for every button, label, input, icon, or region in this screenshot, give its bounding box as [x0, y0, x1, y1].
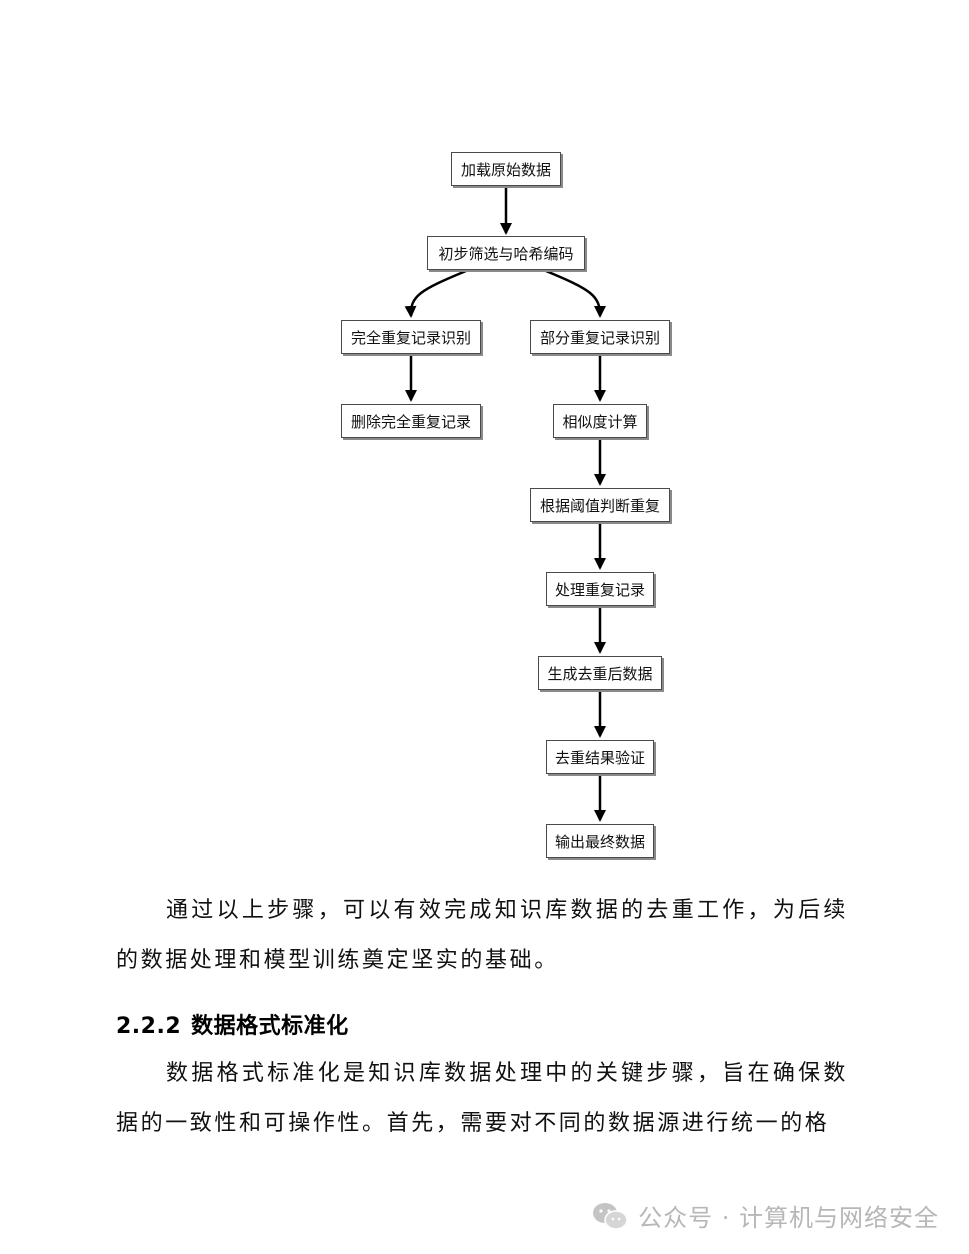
section-title: 数据格式标准化 [191, 1014, 349, 1039]
paragraph-format-standardization: 数据格式标准化是知识库数据处理中的关键步骤，旨在确保数据的一致性和可操作性。首先… [116, 1061, 848, 1136]
node-load-raw-data: 加载原始数据 [451, 152, 561, 186]
node-output-final: 输出最终数据 [546, 824, 654, 858]
section-number: 2.2.2 [116, 1014, 182, 1039]
node-similarity-calc: 相似度计算 [553, 404, 647, 438]
watermark: 公众号 · 计算机与网络安全 [592, 1198, 939, 1233]
flowchart: 加载原始数据 初步筛选与哈希编码 完全重复记录识别 部分重复记录识别 删除完全重… [341, 152, 670, 858]
arrow-prefilter-to-exact [404, 269, 467, 318]
flowchart-arrows [404, 186, 606, 822]
arrow-prefilter-to-partial [545, 269, 606, 318]
node-partial-dup-identify: 部分重复记录识别 [530, 320, 670, 354]
node-threshold-judge: 根据阈值判断重复 [530, 488, 670, 522]
wechat-icon [593, 1202, 628, 1230]
node-generate-dedup: 生成去重后数据 [538, 656, 662, 690]
node-validate-result: 去重结果验证 [546, 740, 654, 774]
node-exact-dup-identify: 完全重复记录识别 [341, 320, 481, 354]
node-delete-exact-dup: 删除完全重复记录 [341, 404, 481, 438]
paragraph-dedup-summary: 通过以上步骤，可以有效完成知识库数据的去重工作，为后续的数据处理和模型训练奠定坚… [116, 898, 848, 973]
node-handle-dup: 处理重复记录 [546, 572, 654, 606]
section-heading: 2.2.2 数据格式标准化 [116, 1010, 349, 1044]
watermark-text: 公众号 · 计算机与网络安全 [638, 1204, 939, 1232]
node-prefilter-hash: 初步筛选与哈希编码 [427, 236, 585, 270]
